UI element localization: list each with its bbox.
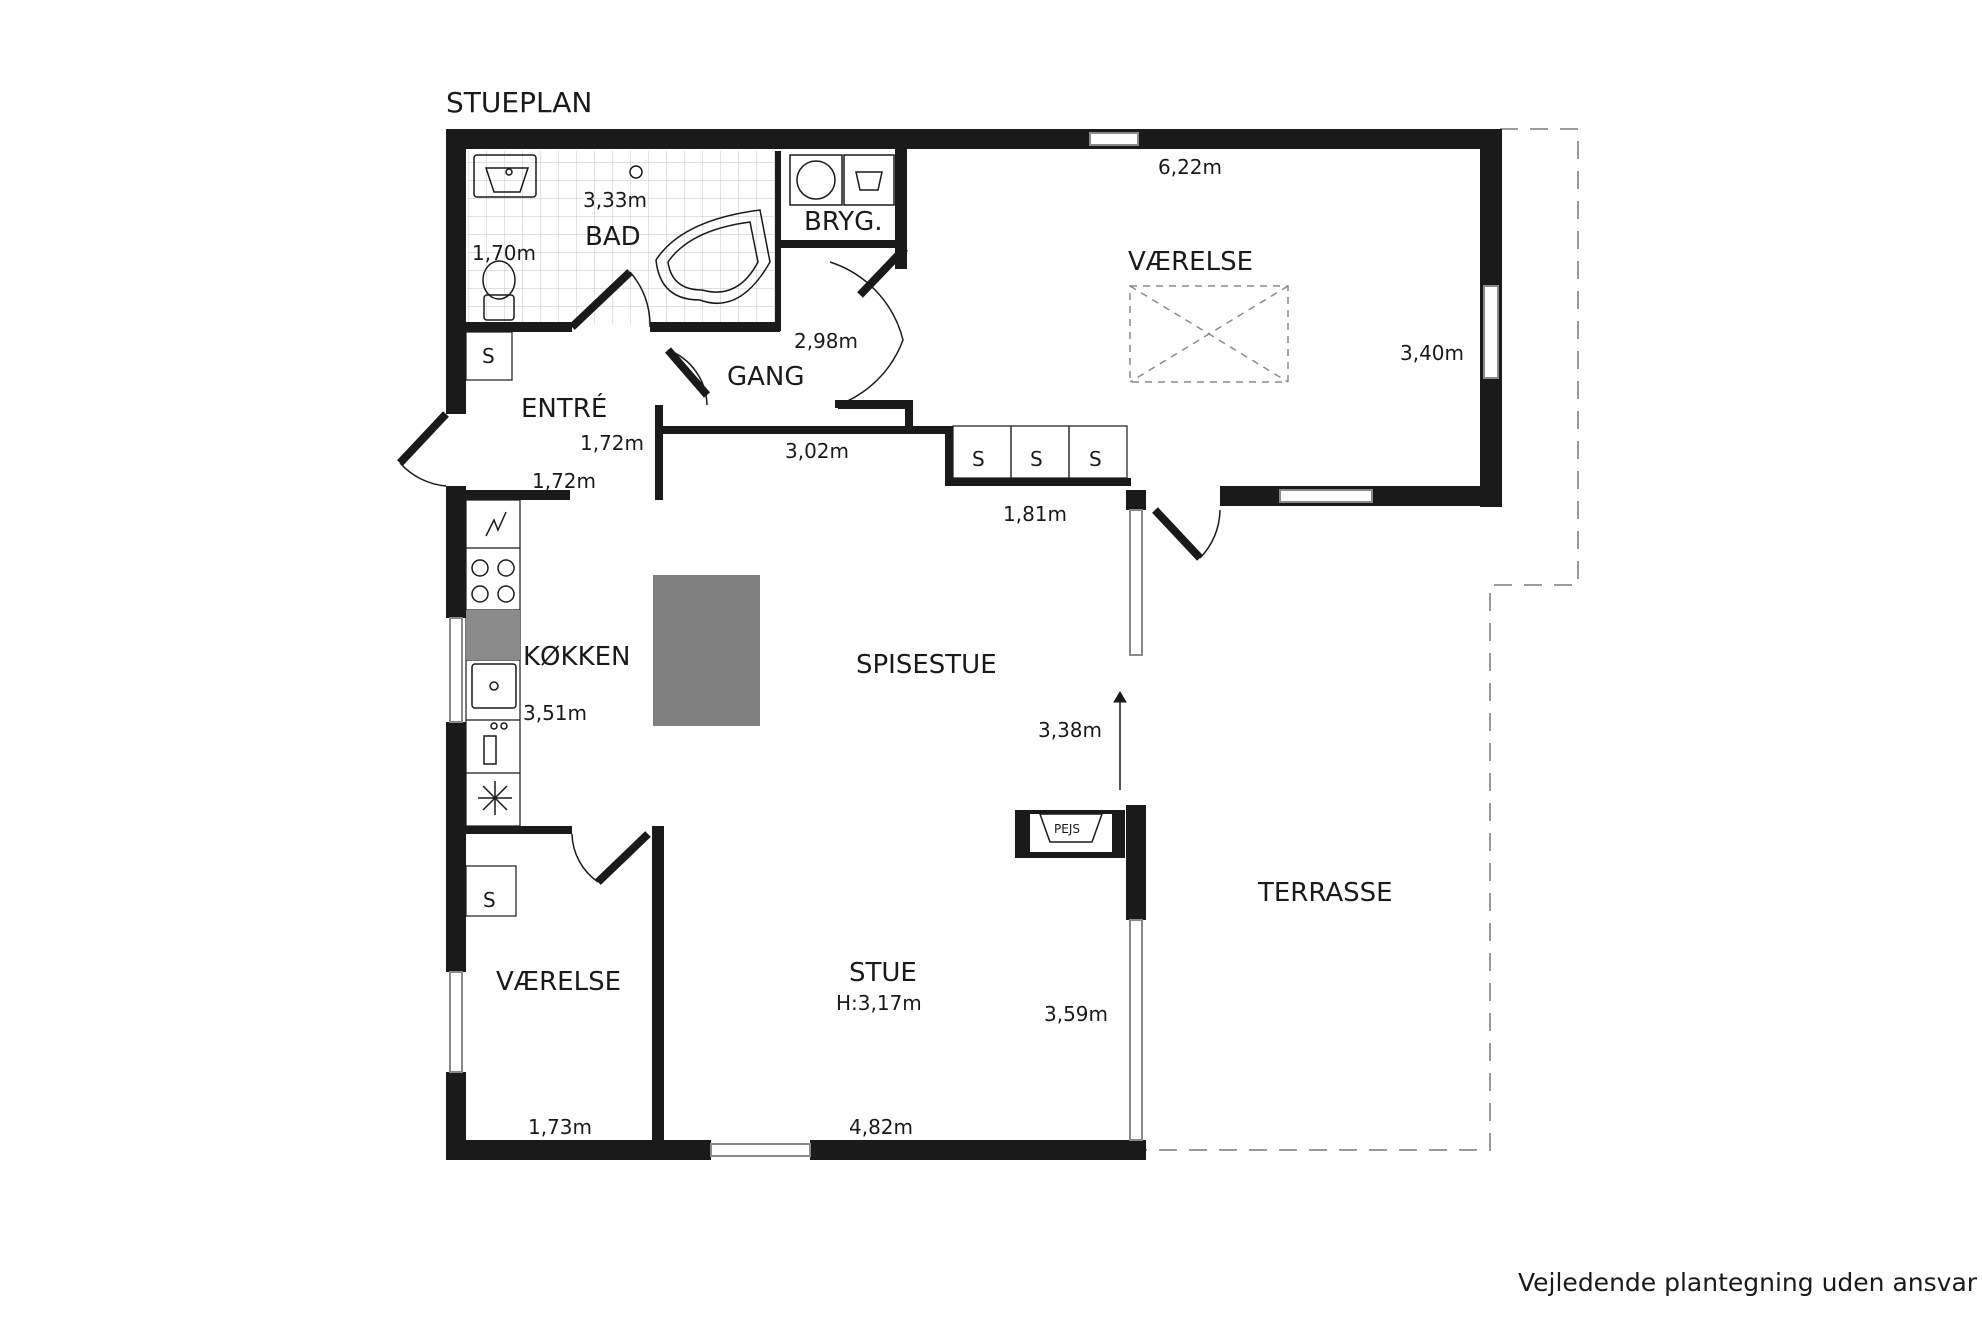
dishwasher-icon [500,722,508,730]
room-terrasse: TERRASSE [1257,878,1393,908]
room-gang: GANG [727,362,805,392]
dim-spisestue-width: 3,02m [785,439,849,463]
dim-bad-width: 3,33m [583,188,647,212]
dim-bad-height: 1,70m [472,241,536,265]
dim-entre-2: 1,72m [532,469,596,493]
room-koekken: KØKKEN [523,642,631,672]
stove-icon [471,559,489,577]
room-bad: BAD [585,222,641,252]
plan-title: STUEPLAN [446,86,592,119]
dim-vaerelse2-width: 1,73m [528,1115,592,1139]
kitchen-appliances [471,511,517,815]
storage-boxes [465,331,1128,917]
kitchen-counter [465,499,521,827]
skylight-icon [1129,285,1289,383]
storage-label-vaerelse: S [483,888,496,912]
kitchen-island [653,575,760,726]
room-vaerelse-top: VÆRELSE [1128,247,1253,277]
storage-label-3: S [1089,447,1102,471]
kitchen-sink-icon [471,663,517,709]
sink-icon [473,154,537,198]
dim-stue-height: 3,59m [1044,1002,1108,1026]
kitchen-window-sill [466,610,520,660]
shower-icon [629,165,643,179]
direction-arrow-icon [1113,691,1127,790]
dim-spisestue-height: 3,38m [1038,718,1102,742]
terrace-outline [1145,128,1579,1151]
toilet-icon [483,294,515,321]
doors [397,245,1221,885]
walls [446,129,1502,1160]
dim-gang: 2,98m [794,329,858,353]
bathroom-fixtures [473,154,771,321]
room-stue-height: H:3,17m [836,991,922,1015]
bathroom-tile-floor [467,151,775,324]
laundry-tub-icon [843,154,895,206]
utility-fixtures [789,154,895,206]
fireplace [1015,810,1125,858]
room-vaerelse-bottom: VÆRELSE [496,967,621,997]
dim-koekken: 3,51m [523,701,587,725]
dim-vaerelse-height: 3,40m [1400,341,1464,365]
storage-label-2: S [1030,447,1043,471]
fireplace-label: PEJS [1054,822,1080,836]
room-spisestue: SPISESTUE [856,650,997,680]
dim-entre-1: 1,72m [580,431,644,455]
lightning-icon [485,511,507,537]
footer-disclaimer: Vejledende plantegning uden ansvar [1518,1268,1978,1297]
windows [449,132,1499,1157]
dim-stue-width: 4,82m [849,1115,913,1139]
bathtub-icon [655,209,771,305]
snowflake-icon [478,781,512,815]
room-bryg: BRYG. [804,207,883,237]
storage-label-entre: S [482,344,495,368]
dim-vaerelse-width: 6,22m [1158,155,1222,179]
storage-label-1: S [972,447,985,471]
washing-machine-icon [789,154,843,206]
room-stue: STUE [849,958,917,988]
dim-closet-width: 1,81m [1003,502,1067,526]
room-entre: ENTRÉ [521,392,607,424]
